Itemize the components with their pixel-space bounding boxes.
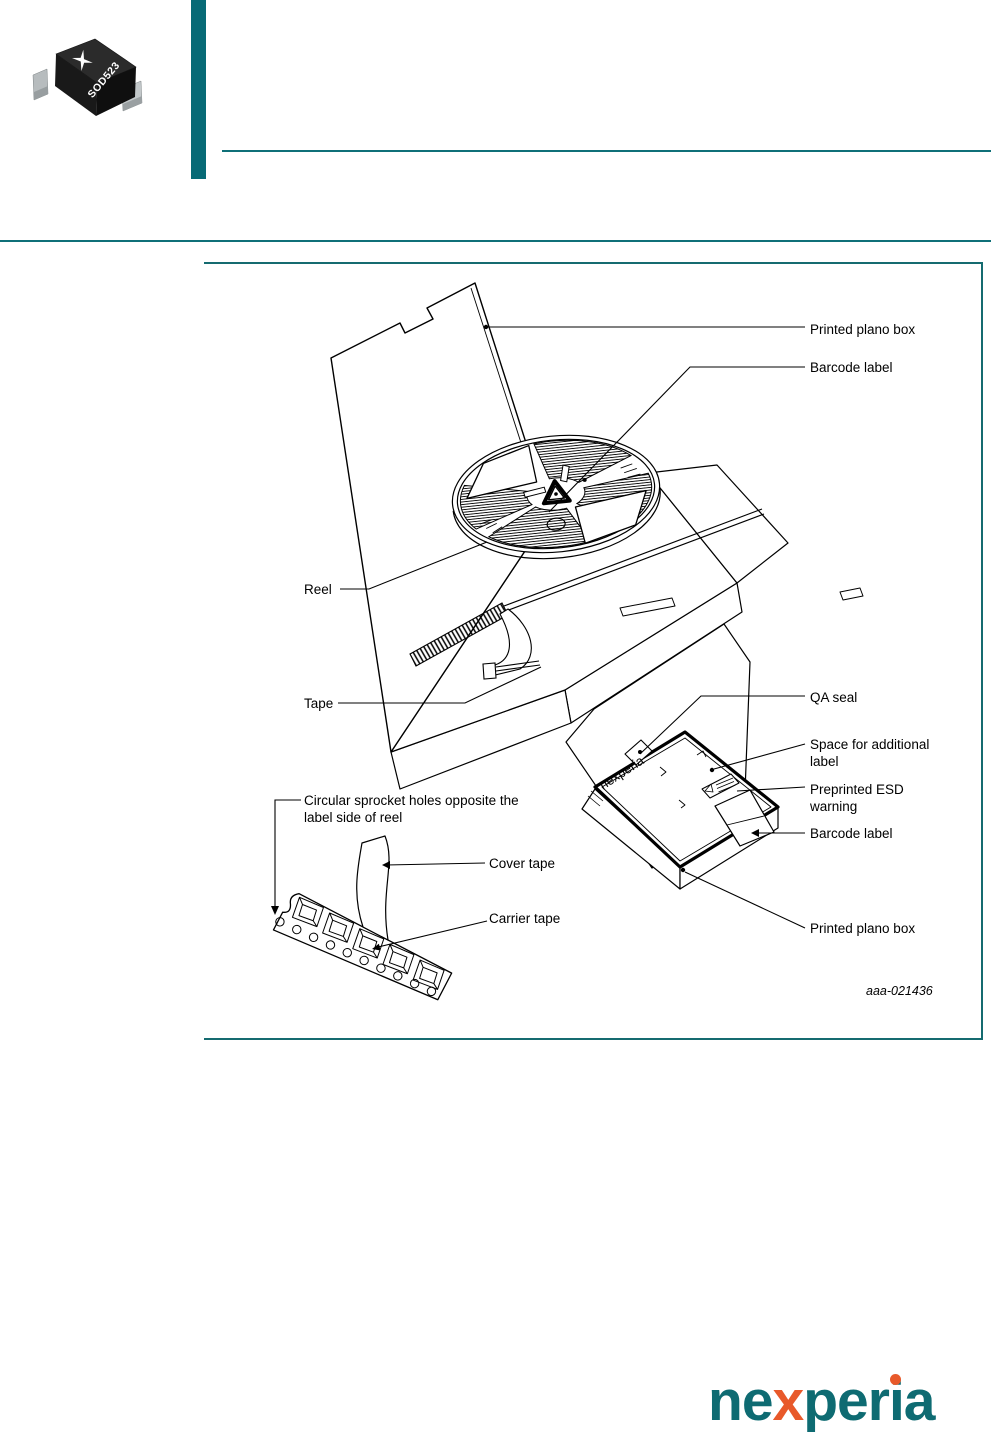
label-cover-tape: Cover tape <box>489 856 556 871</box>
nexperia-logo: nexperia <box>708 1368 936 1434</box>
package-photo: SOD523 <box>32 38 143 116</box>
label-tape: Tape <box>304 696 334 711</box>
label-circular-sprocket-holes: Circular sprocket holes opposite the lab… <box>304 793 519 825</box>
nexperia-x-icon <box>72 49 93 71</box>
figure-frame <box>204 262 983 1040</box>
label-printed-plano-box-top: Printed plano box <box>810 322 916 337</box>
header-rule <box>222 150 991 152</box>
barcode-label-shape <box>714 789 775 847</box>
leader-lines <box>271 324 806 951</box>
closed-box-drawing: nexperia <box>581 730 780 890</box>
logo-segment: x <box>772 1369 805 1433</box>
teal-accent-bar <box>191 0 206 179</box>
label-qa-seal: QA seal <box>810 690 858 705</box>
logo-segment: i <box>888 1369 905 1433</box>
cover-tape-shape <box>356 835 390 941</box>
logo-segment: ne <box>708 1369 774 1433</box>
carrier-tape-drawing <box>272 835 453 1001</box>
label-printed-plano-box-bottom: Printed plano box <box>810 921 916 936</box>
label-reel: Reel <box>304 582 332 597</box>
label-preprinted-esd-warning: Preprinted ESD warning <box>810 782 904 814</box>
figure-id: aaa-021436 <box>866 984 933 998</box>
logo-segment: a <box>903 1369 936 1433</box>
logo-segment: per <box>803 1369 890 1433</box>
packaging-figure: nexperia <box>271 282 864 1001</box>
chip-body: SOD523 <box>55 38 137 116</box>
label-barcode-label-bottom: Barcode label <box>810 826 893 841</box>
label-space-for-additional-label: Space for additional label <box>810 737 930 769</box>
label-barcode-label-top: Barcode label <box>810 360 893 375</box>
tape-drawing <box>409 508 765 680</box>
section-rule <box>0 240 991 242</box>
label-carrier-tape: Carrier tape <box>489 911 561 926</box>
reel-drawing <box>451 434 661 560</box>
